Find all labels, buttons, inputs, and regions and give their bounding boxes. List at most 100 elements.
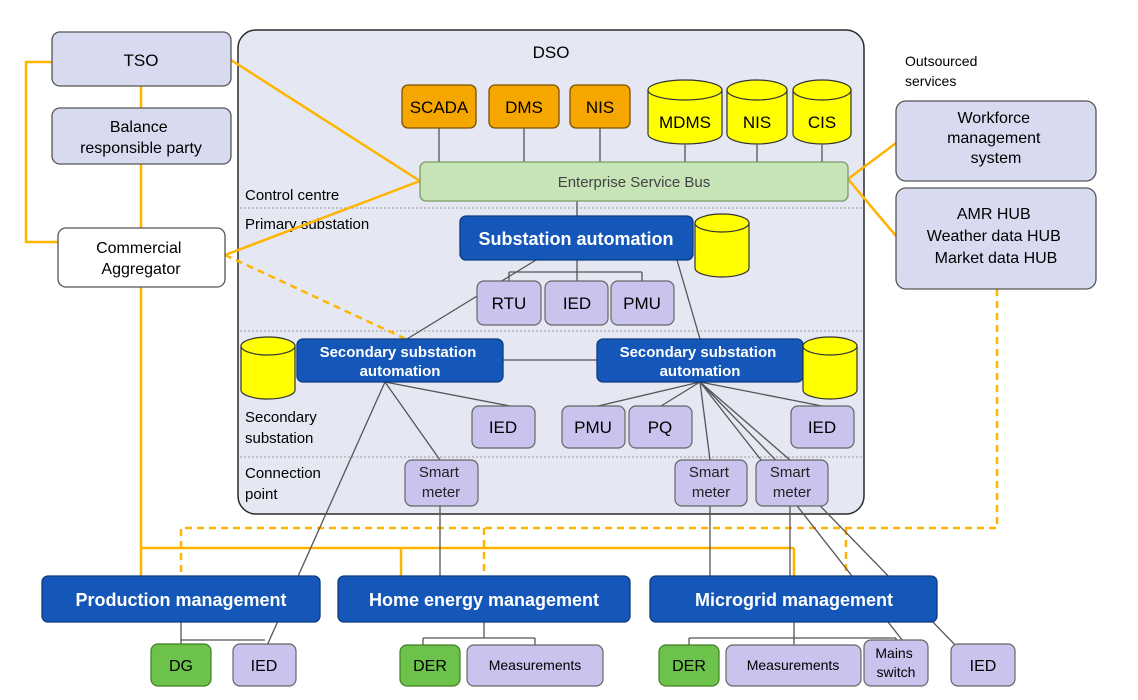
workforce-label: Workforce management system (947, 110, 1045, 167)
microgrid-management-box: Microgrid management (649, 575, 938, 623)
brp-label: Balance responsible party (80, 119, 202, 157)
hub-line: Market data HUB (935, 250, 1058, 267)
mains-switch-device: Mains switch (863, 639, 929, 687)
workforce-line: Workforce (957, 110, 1030, 127)
microgrid-management-label: Microgrid management (695, 590, 893, 610)
pmu-primary-device: PMU (610, 280, 675, 326)
mdms-label: MDMS (659, 113, 711, 132)
measurements-label: Measurements (747, 657, 840, 673)
zone-label-line: Connection (245, 465, 321, 482)
mdms-database: MDMS (647, 79, 723, 145)
pq-label: PQ (648, 418, 673, 437)
der-label: DER (672, 658, 706, 675)
mains-switch-line: Mains (875, 645, 912, 661)
workforce-line: management (947, 130, 1041, 147)
hub-line: AMR HUB (957, 206, 1031, 223)
hub-line: Weather data HUB (927, 228, 1061, 245)
cis-database: CIS (792, 79, 852, 145)
der-microgrid-device: DER (658, 644, 720, 687)
nis-database: NIS (726, 79, 788, 145)
der-label: DER (413, 658, 447, 675)
smart-meter-left: Smart meter (404, 459, 479, 507)
orange-solid-lines (24, 58, 897, 576)
mains-switch-label: Mains switch (875, 645, 916, 680)
secondary-substation-automation-left: Secondary substation automation (296, 338, 504, 383)
smart-meter-line: Smart (770, 464, 811, 481)
enterprise-service-bus: Enterprise Service Bus (419, 161, 849, 202)
outsourced-line: services (905, 73, 956, 89)
outsourced-line: Outsourced (905, 53, 977, 69)
smart-meter-label: Smart meter (770, 464, 814, 501)
workforce-management-box: Workforce management system (895, 100, 1097, 182)
mains-switch-line: switch (877, 664, 916, 680)
smart-meter-line: meter (422, 484, 460, 501)
secondary-left-label: Secondary substation automation (320, 344, 481, 380)
ied-primary-device: IED (544, 280, 609, 326)
zone-label-line: substation (245, 430, 313, 447)
rtu-label: RTU (492, 294, 527, 313)
nis-db-label: NIS (743, 113, 771, 132)
smart-meter-line: meter (773, 484, 811, 501)
dg-label: DG (169, 658, 193, 675)
substation-automation-box: Substation automation (459, 215, 694, 261)
zone-label-line: point (245, 486, 278, 503)
secondary-left-database (240, 336, 296, 400)
tso-label: TSO (124, 51, 159, 70)
dg-device: DG (150, 643, 212, 687)
production-management-box: Production management (41, 575, 321, 623)
production-management-label: Production management (75, 590, 286, 610)
smart-meter-middle: Smart meter (674, 459, 748, 507)
ied-label: IED (563, 294, 591, 313)
tso-box: TSO (51, 31, 232, 87)
pmu-label: PMU (574, 418, 612, 437)
zone-label-line: Secondary (245, 409, 317, 426)
secondary-left-line: Secondary substation (320, 344, 477, 361)
brp-line: Balance (110, 119, 168, 136)
outsourced-title: Outsourced services (905, 53, 981, 89)
hubs-label: AMR HUB Weather data HUB Market data HUB (927, 206, 1065, 267)
secondary-right-line: Secondary substation (620, 344, 777, 361)
brp-line: responsible party (80, 140, 202, 157)
der-home-device: DER (399, 644, 461, 687)
ied-microgrid-device: IED (950, 643, 1016, 687)
workforce-line: system (971, 150, 1022, 167)
pmu-label: PMU (623, 294, 661, 313)
pmu-secondary-device: PMU (561, 405, 626, 449)
ied-secondary-right-device: IED (790, 405, 855, 449)
data-hubs-box: AMR HUB Weather data HUB Market data HUB (895, 187, 1097, 290)
substation-automation-label: Substation automation (479, 229, 674, 249)
esb-label: Enterprise Service Bus (558, 174, 711, 191)
ied-label: IED (489, 418, 517, 437)
cis-label: CIS (808, 113, 836, 132)
aggregator-line: Commercial (96, 240, 181, 257)
scada-label: SCADA (410, 98, 469, 117)
home-energy-management-box: Home energy management (337, 575, 631, 623)
rtu-device: RTU (476, 280, 542, 326)
measurements-label: Measurements (489, 657, 582, 673)
secondary-right-label: Secondary substation automation (620, 344, 781, 380)
smart-meter-right: Smart meter (755, 459, 829, 507)
commercial-aggregator-box: Commercial Aggregator (57, 227, 226, 288)
scada-box: SCADA (401, 84, 477, 129)
secondary-right-database (802, 336, 858, 400)
ied-label: IED (808, 418, 836, 437)
ied-label: IED (970, 658, 997, 675)
dso-title: DSO (533, 43, 570, 62)
aggregator-line: Aggregator (101, 261, 181, 278)
nis-system-box: NIS (569, 84, 631, 129)
smart-meter-line: Smart (419, 464, 460, 481)
ied-production-device: IED (232, 643, 297, 687)
measurements-microgrid-device: Measurements (725, 644, 862, 687)
zone-label-secondary-substation: Secondary substation (245, 409, 321, 447)
balance-responsible-party-box: Balance responsible party (51, 107, 232, 165)
secondary-right-line: automation (660, 363, 741, 380)
ied-secondary-left-device: IED (471, 405, 536, 449)
dms-box: DMS (488, 84, 560, 129)
home-energy-management-label: Home energy management (369, 590, 599, 610)
zone-label-connection-point: Connection point (245, 465, 325, 503)
aggregator-label: Commercial Aggregator (96, 240, 186, 278)
smart-meter-line: Smart (689, 464, 730, 481)
nis-label: NIS (586, 98, 614, 117)
connector-lines (180, 128, 961, 651)
secondary-left-line: automation (360, 363, 441, 380)
